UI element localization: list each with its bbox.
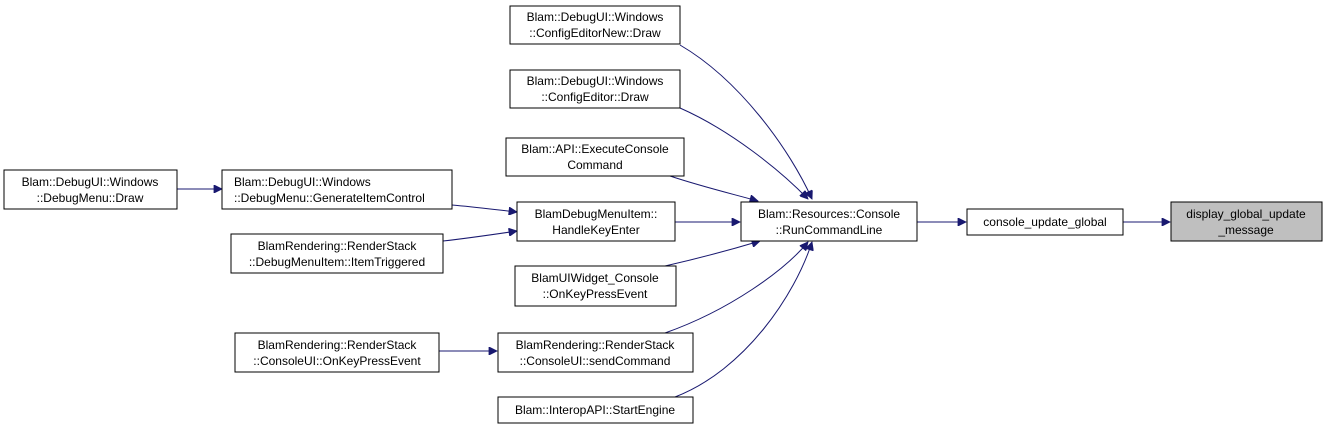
node-label-line: BlamRendering::RenderStack (258, 239, 418, 253)
node-label-line: Blam::DebugUI::Windows (527, 74, 664, 88)
edge-sendcommand-to-runcommandline (664, 242, 808, 334)
node-label-line: BlamDebugMenuItem:: (535, 207, 658, 221)
node-label-line: Command (567, 158, 622, 172)
node-label-line: console_update_global (983, 215, 1106, 229)
edge-configeditor-to-runcommandline (679, 107, 808, 199)
edge-generateitemcontrol-to-handlekeyenter (451, 204, 517, 212)
node-label-line: _message (1217, 223, 1274, 237)
node-execute-console-command[interactable]: Blam::API::ExecuteConsole Command (505, 137, 685, 177)
edge-executeconsole-to-runcommandline (669, 175, 758, 201)
node-generate-item-control[interactable]: Blam::DebugUI::Windows ::DebugMenu::Gene… (221, 169, 453, 210)
node-handle-key-enter[interactable]: BlamDebugMenuItem:: HandleKeyEnter (516, 201, 676, 242)
edge-startengine-to-runcommandline (674, 242, 812, 398)
node-console-update-global[interactable]: console_update_global (966, 208, 1124, 236)
node-display-global-update-message[interactable]: display_global_update _message (1170, 201, 1323, 242)
node-label-line: ::ConfigEditor::Draw (541, 90, 649, 104)
node-render-stack-item-triggered[interactable]: BlamRendering::RenderStack ::DebugMenuIt… (230, 233, 444, 274)
node-label-line: BlamRendering::RenderStack (516, 338, 676, 352)
node-run-command-line[interactable]: Blam::Resources::Console ::RunCommandLin… (740, 201, 918, 242)
node-label-line: Blam::Resources::Console (758, 207, 900, 221)
node-label-line: Blam::DebugUI::Windows (234, 175, 371, 189)
node-label-line: ::ConfigEditorNew::Draw (529, 26, 661, 40)
edge-itemtriggered-to-handlekeyenter (442, 231, 517, 242)
node-config-editor-new[interactable]: Blam::DebugUI::Windows ::ConfigEditorNew… (509, 5, 681, 45)
node-interop-start-engine[interactable]: Blam::InteropAPI::StartEngine (497, 396, 694, 424)
node-label-line: ::OnKeyPressEvent (543, 287, 648, 301)
node-label-line: BlamUIWidget_Console (531, 271, 659, 285)
node-consoleui-sendcommand[interactable]: BlamRendering::RenderStack ::ConsoleUI::… (497, 332, 694, 373)
edge-configeditornew-to-runcommandline (679, 44, 812, 199)
node-label-line: display_global_update (1186, 207, 1306, 221)
node-label-line: Blam::DebugUI::Windows (527, 10, 664, 24)
node-label-line: ::DebugMenu::GenerateItemControl (234, 191, 425, 205)
node-label-line: HandleKeyEnter (552, 223, 639, 237)
edges (177, 44, 1170, 398)
node-label-line: ::DebugMenu::Draw (37, 191, 144, 205)
edge-uiwidgetconsole-to-runcommandline (664, 241, 760, 267)
node-label-line: Blam::DebugUI::Windows (22, 175, 159, 189)
node-label-line: BlamRendering::RenderStack (258, 338, 418, 352)
node-config-editor[interactable]: Blam::DebugUI::Windows ::ConfigEditor::D… (509, 69, 681, 109)
node-label-line: ::ConsoleUI::sendCommand (520, 354, 671, 368)
node-ui-widget-console[interactable]: BlamUIWidget_Console ::OnKeyPressEvent (514, 265, 677, 307)
node-label-line: Blam::InteropAPI::StartEngine (515, 403, 675, 417)
node-label-line: ::RunCommandLine (776, 223, 883, 237)
node-label-line: ::ConsoleUI::OnKeyPressEvent (253, 354, 421, 368)
node-consoleui-onkeypress[interactable]: BlamRendering::RenderStack ::ConsoleUI::… (234, 332, 440, 373)
node-label-line: Blam::API::ExecuteConsole (521, 142, 669, 156)
node-label-line: ::DebugMenuItem::ItemTriggered (249, 255, 425, 269)
node-debug-menu-draw[interactable]: Blam::DebugUI::Windows ::DebugMenu::Draw (3, 169, 178, 210)
